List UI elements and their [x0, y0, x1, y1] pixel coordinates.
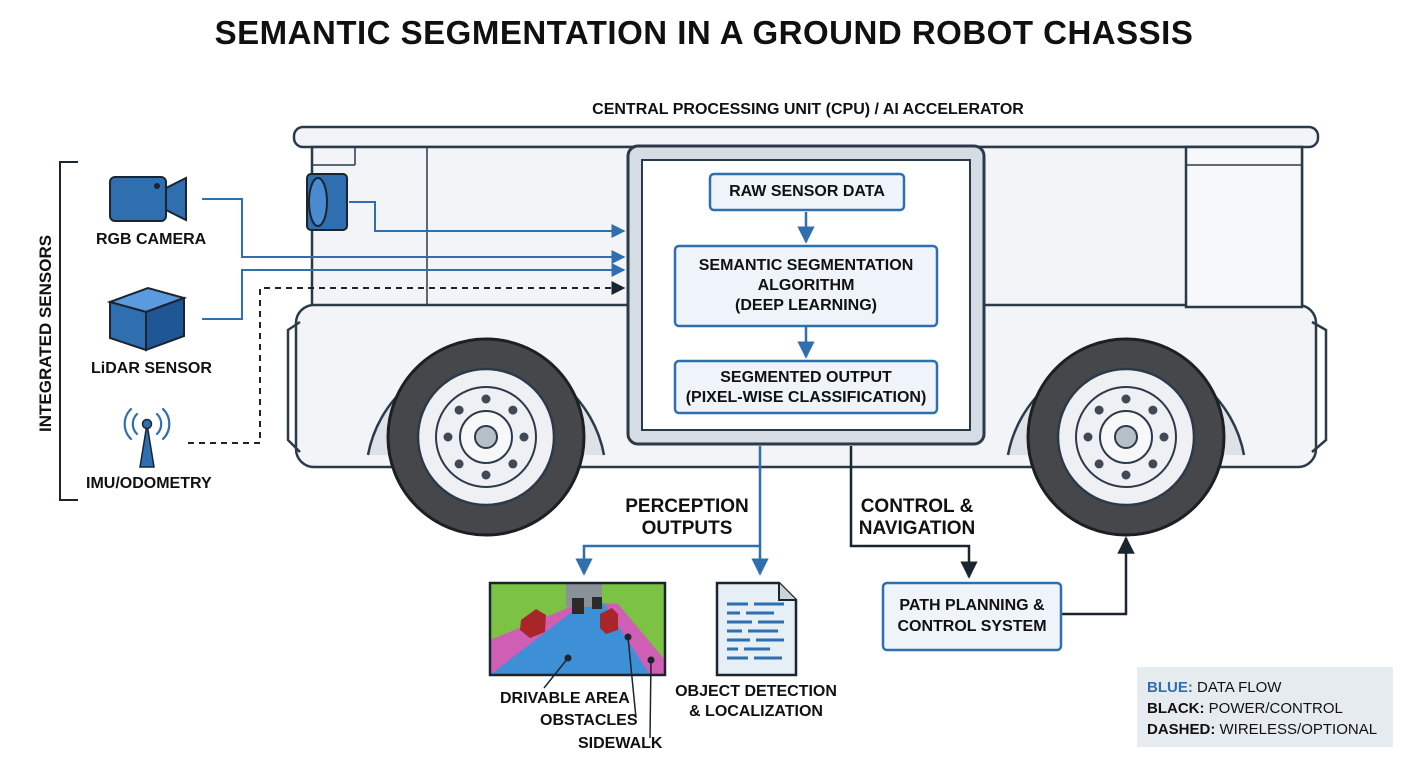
lug-nut — [454, 405, 464, 415]
perception-title-line2: OUTPUTS — [641, 518, 733, 539]
rgb-camera-label: RGB CAMERA — [96, 231, 207, 248]
lug-nut — [1148, 405, 1158, 415]
wheel-right — [1006, 337, 1246, 537]
sidewalk-label: SIDEWALK — [578, 735, 663, 752]
obstacles-label: OBSTACLES — [540, 712, 638, 729]
perception-link-segmentation — [575, 446, 762, 576]
lug-nut — [1094, 459, 1104, 469]
lug-nut — [508, 459, 518, 469]
lidar-link — [202, 263, 626, 320]
lug-nut — [1094, 405, 1104, 415]
lug-nut — [454, 459, 464, 469]
perception-title-line1: PERCEPTION — [625, 496, 749, 517]
segmentation-algorithm-box — [673, 244, 939, 328]
actuation-link — [1062, 536, 1135, 616]
output-links — [575, 446, 1135, 616]
sensors-group-label: INTEGRATED SENSORS — [36, 234, 55, 432]
control-title-line1: CONTROL & — [860, 496, 974, 517]
lug-nut — [1121, 470, 1131, 480]
segmentation-algorithm-line1: SEMANTIC SEGMENTATION — [698, 257, 914, 274]
segmentation-algorithm-line3: (DEEP LEARNING) — [735, 297, 877, 314]
control-link — [849, 446, 978, 579]
antenna-icon — [123, 407, 171, 468]
legend-item-data-flow: BLUE: DATA FLOW — [1147, 679, 1282, 696]
legend-item-wireless: DASHED: WIRELESS/OPTIONAL — [1147, 721, 1378, 738]
chassis-bumper-left — [286, 320, 301, 453]
object-detection-line1: OBJECT DETECTION — [675, 683, 837, 700]
drivable-area-label: DRIVABLE AREA — [500, 690, 630, 707]
raw-sensor-data-box — [708, 172, 906, 212]
imu-odometry-label: IMU/ODOMETRY — [86, 475, 212, 492]
segmented-output-line2: (PIXEL-WISE CLASSIFICATION) — [685, 389, 927, 406]
mounted-camera-link — [349, 201, 626, 238]
control-title-line2: NAVIGATION — [858, 518, 976, 539]
wheel-left — [366, 337, 606, 537]
diagram-title: SEMANTIC SEGMENTATION IN A GROUND ROBOT … — [214, 14, 1194, 51]
mounted-camera-icon — [306, 173, 348, 231]
raw-sensor-data-text: RAW SENSOR DATA — [729, 183, 885, 200]
chassis-bumper-right — [1311, 320, 1328, 453]
path-planning-line1: PATH PLANNING & — [899, 597, 1045, 614]
lug-nut — [508, 405, 518, 415]
segmented-output-box — [673, 359, 939, 415]
lug-nut — [1148, 459, 1158, 469]
lug-nuts-right — [1083, 394, 1169, 480]
segmentation-thumbnail — [488, 581, 667, 739]
camera-icon — [109, 176, 187, 222]
lug-nut — [1121, 394, 1131, 404]
lidar-sensor-label: LiDAR SENSOR — [91, 360, 212, 377]
camera-link — [202, 198, 626, 264]
path-planning-line2: CONTROL SYSTEM — [897, 618, 1047, 635]
legend: BLUE: DATA FLOW BLACK: POWER/CONTROL DAS… — [1137, 667, 1393, 747]
lug-nut — [481, 394, 491, 404]
document-icon — [715, 581, 798, 677]
lug-nut — [481, 470, 491, 480]
lug-nut — [1083, 432, 1093, 442]
legend-item-power-control: BLACK: POWER/CONTROL — [1147, 700, 1343, 717]
lug-nut — [443, 432, 453, 442]
chassis-top-plate — [292, 125, 1320, 149]
lug-nuts-left — [443, 394, 529, 480]
object-detection-line2: & LOCALIZATION — [689, 703, 823, 720]
path-planning-box — [881, 581, 1063, 652]
imu-link — [188, 281, 626, 444]
sensors-bracket — [59, 161, 78, 501]
lug-nut — [1159, 432, 1169, 442]
lug-nut — [519, 432, 529, 442]
sensor-links — [188, 198, 626, 444]
cpu-label: CENTRAL PROCESSING UNIT (CPU) / AI ACCEL… — [592, 101, 1024, 118]
segmented-output-line1: SEGMENTED OUTPUT — [720, 369, 892, 386]
chassis-side-panel — [1184, 145, 1304, 309]
segmentation-algorithm-line2: ALGORITHM — [757, 277, 855, 294]
document-text-lines — [727, 602, 784, 660]
cube-icon — [106, 286, 188, 352]
cpu-module — [626, 144, 986, 446]
